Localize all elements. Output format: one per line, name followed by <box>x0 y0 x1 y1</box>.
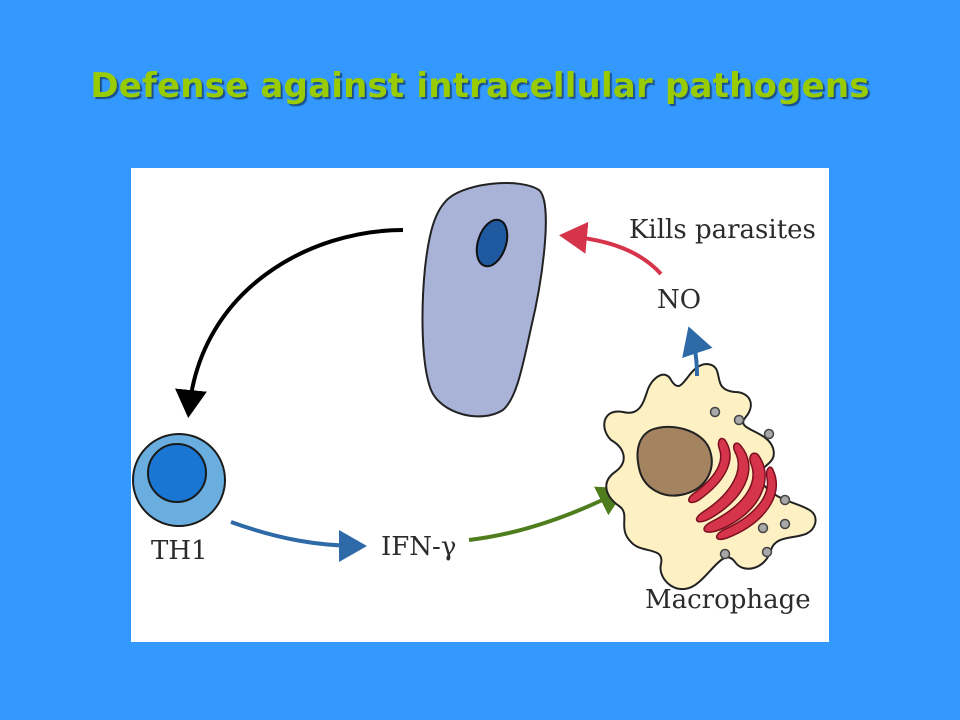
arrow-macrophage-to-no <box>682 326 713 377</box>
arrow-ifn-to-macrophage <box>468 486 627 542</box>
label-kills-parasites: Kills parasites <box>629 215 816 245</box>
macrophage-nucleus <box>636 425 713 497</box>
arrow-no-to-parasite <box>559 221 663 276</box>
arrow-parasite-to-th1 <box>175 228 404 418</box>
arrow-th1-to-ifn <box>230 520 367 562</box>
label-no: NO <box>657 285 701 315</box>
label-macrophage: Macrophage <box>645 585 811 615</box>
th1-cell <box>132 433 226 527</box>
macrophage-cell <box>603 362 817 590</box>
label-ifn-gamma: IFN-γ <box>381 532 456 562</box>
parasite-cell <box>421 182 547 418</box>
diagram-canvas: Kills parasites NO TH1 IFN-γ Macrophage <box>132 182 817 615</box>
parasite-nucleus <box>475 218 509 268</box>
macrophage-granules <box>709 406 791 560</box>
label-th1: TH1 <box>151 536 208 566</box>
endoplasmic-reticulum <box>688 437 778 541</box>
diagram-panel: Kills parasites NO TH1 IFN-γ Macrophage <box>131 168 829 642</box>
slide-title: Defense against intracellular pathogens <box>90 66 870 106</box>
